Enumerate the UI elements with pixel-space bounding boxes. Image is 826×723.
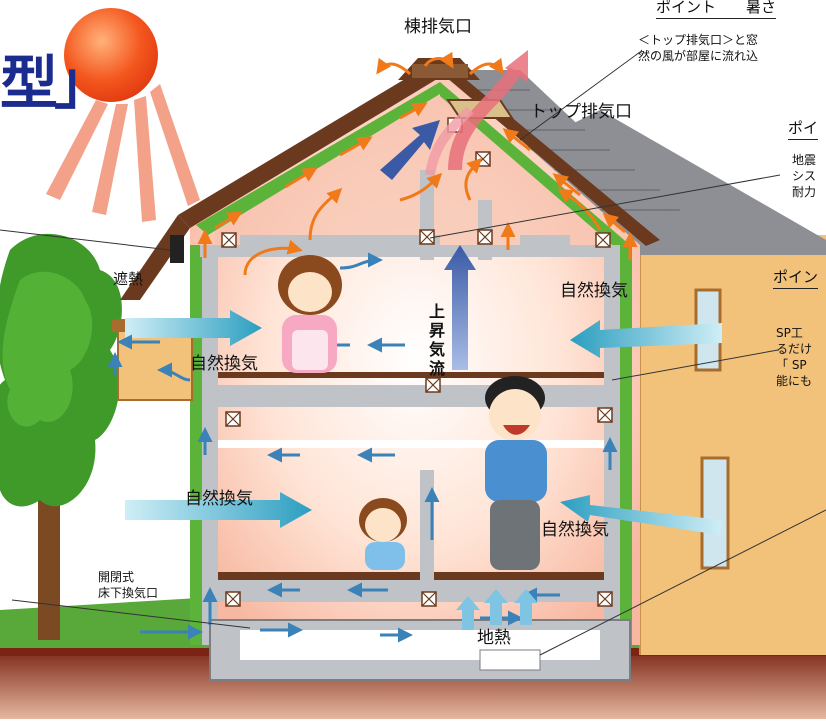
point-3-heading: ポイン [773,266,819,289]
top-exhaust-label: トップ排気口 [530,102,632,122]
ridge-exhaust-label: 棟排気口 [404,17,472,37]
tree [0,234,122,640]
geothermal-label: 地熱 [477,628,511,648]
natural-vent-label-lower-right: 自然換気 [541,520,609,540]
title-fragment: 型」 [0,49,112,117]
heat-shield-label: 遮熱 [113,270,144,288]
point-2-heading: ポイ [788,117,819,140]
natural-vent-label-upper-left: 自然換気 [190,354,258,374]
vent-arrow-lower-right [560,495,722,535]
natural-vent-label-lower-left: 自然換気 [185,489,253,509]
mother-figure [278,255,342,373]
point-3-body: SP工 るだけ 「 SP 能にも [776,326,813,388]
vent-arrow-lower-left [125,492,312,528]
natural-vent-label-upper-right: 自然換気 [560,281,628,301]
point-1-body: ＜トップ排気口＞と窓 然の風が部屋に流れ込 [638,33,759,63]
father-figure [485,376,547,570]
floor-vent-label-line2: 床下換気口 [98,586,159,600]
point-1-heading: ポイント 暑さ [656,0,777,19]
vent-arrow-upper-right [570,320,722,358]
rising-air-arrow [444,245,476,370]
floor-vent-label-line1: 開閉式 [98,570,135,584]
point-2-body: 地震 シス 耐力 [792,153,817,199]
child-figure [359,498,407,570]
sun [46,8,200,222]
rising-air-label: 上昇気流 [428,302,445,378]
vent-arrow-upper-left [125,310,262,346]
